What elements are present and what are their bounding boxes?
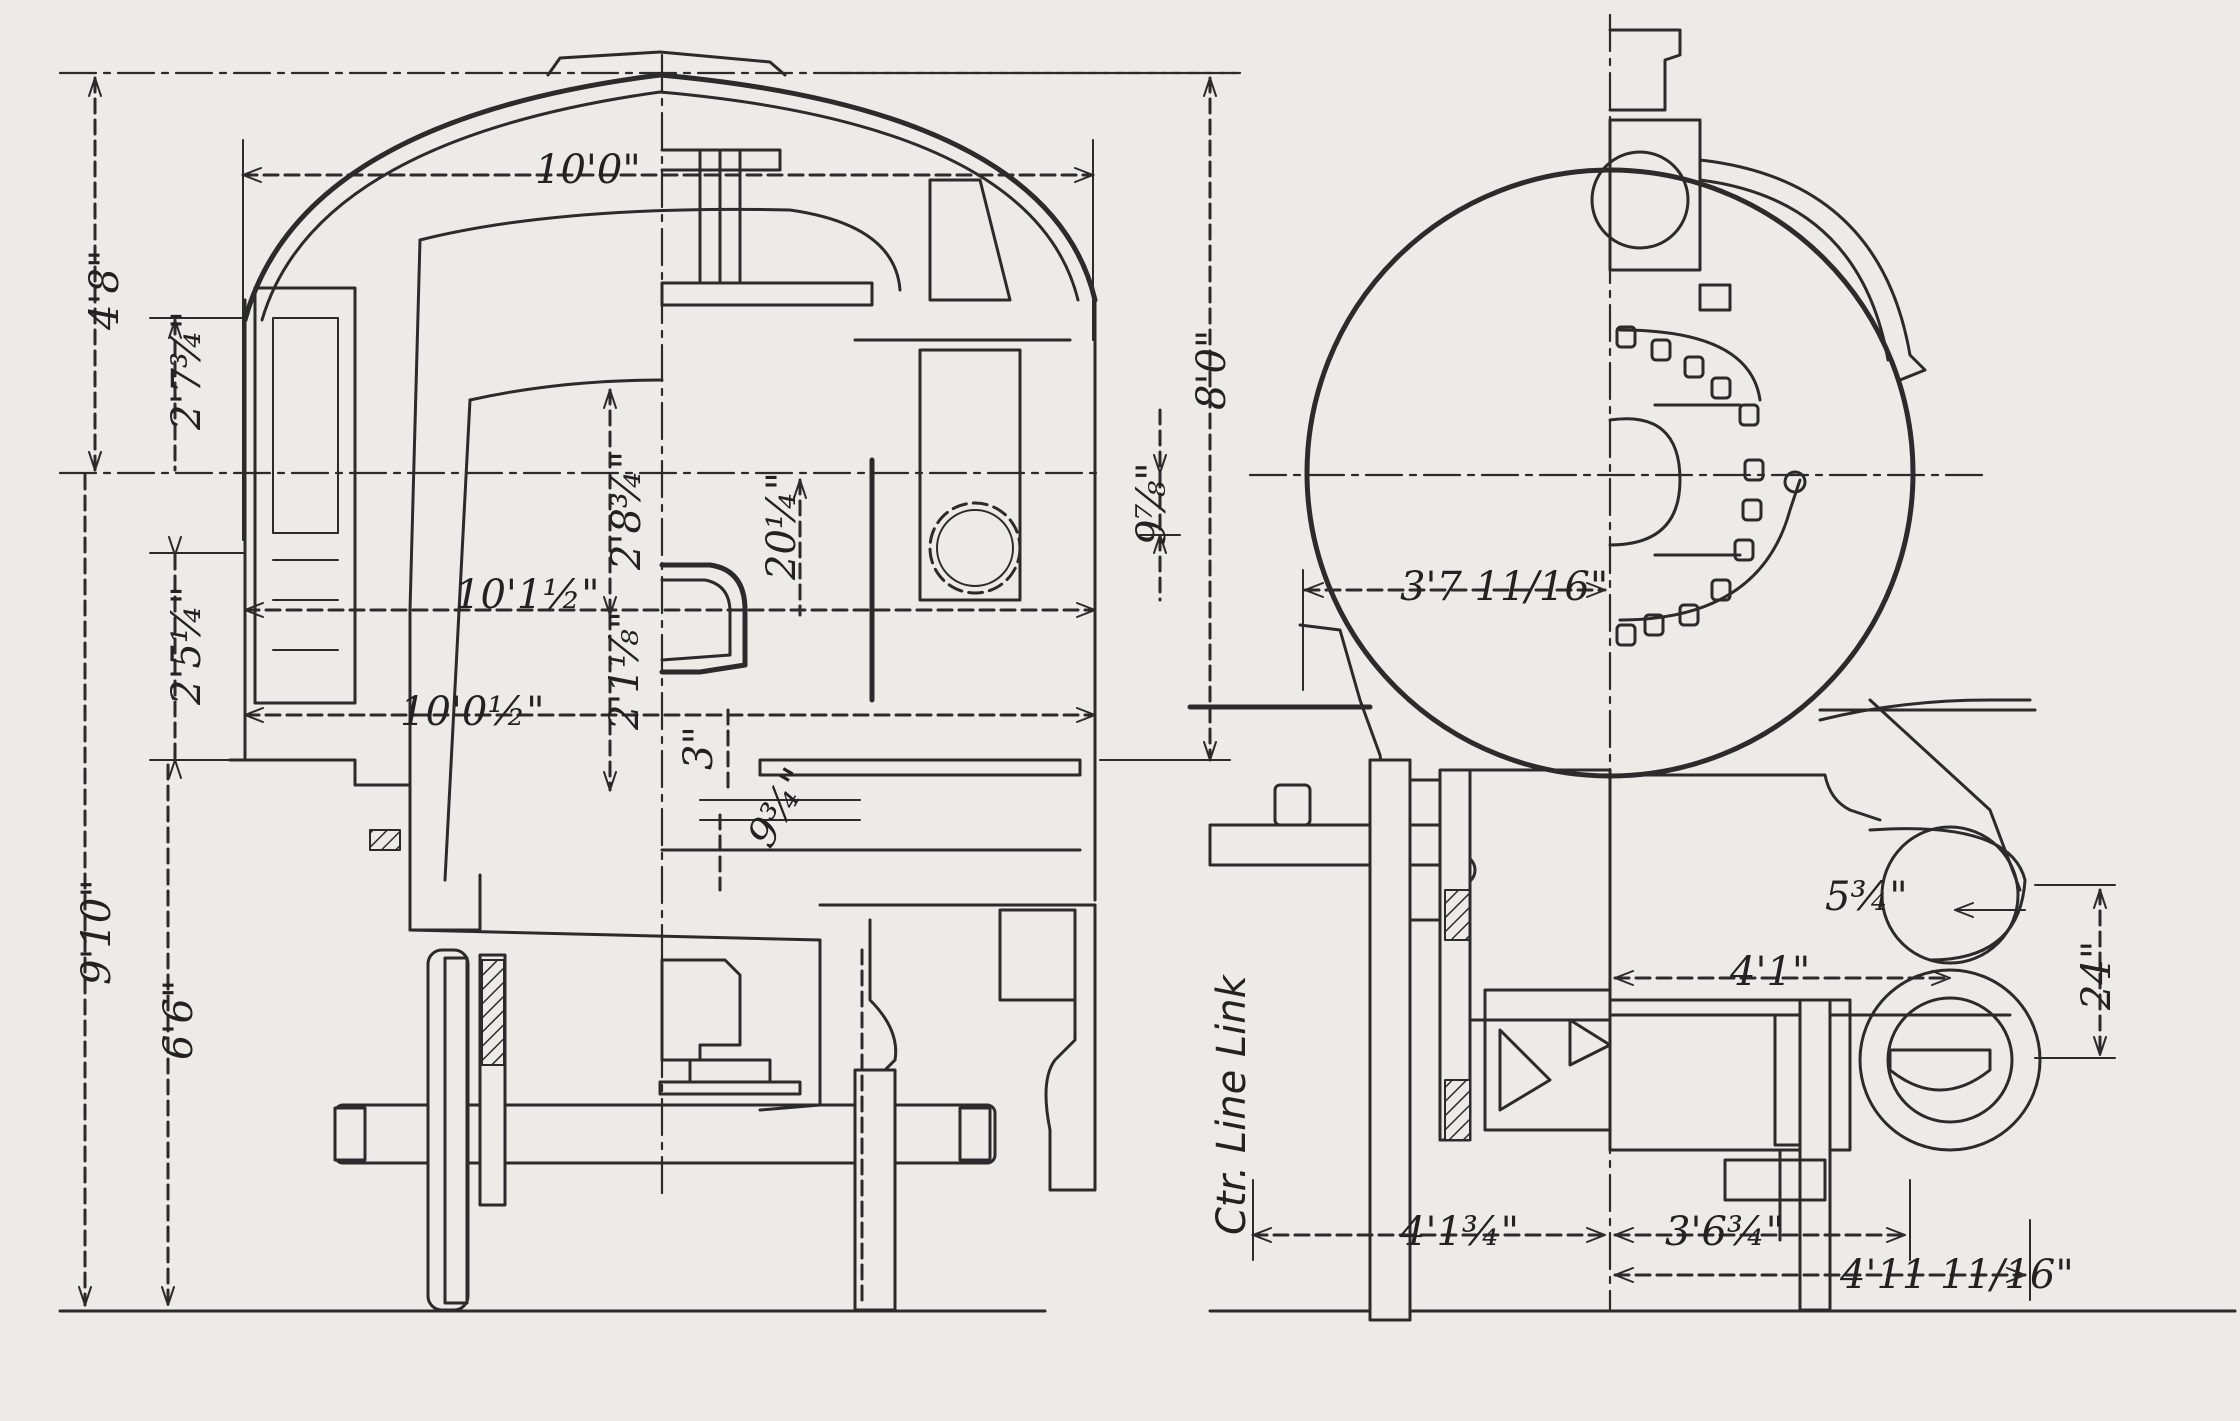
- crosshead: [1483, 988, 1612, 1132]
- link-upper: [1880, 825, 2020, 965]
- boiler-backhead-view: [1187, 13, 2237, 1322]
- dome: [1608, 28, 1682, 112]
- dim-floor-height: 6'6": [156, 980, 202, 1060]
- cab-elevation-view: [58, 50, 1098, 1313]
- frame-right: [818, 903, 1097, 1192]
- dim-boiler-height: 8'0": [1189, 330, 1235, 410]
- dim-width-2: 10'0½": [400, 689, 545, 735]
- wheel-section: [1438, 768, 1472, 1142]
- dim-reverse-offset: 3'6¾": [1665, 1209, 1784, 1255]
- sill: [228, 758, 412, 787]
- dome-ring: [1590, 150, 1690, 250]
- injector-pipe-top: [1618, 328, 1762, 402]
- center-line-link-label: Ctr. Line Link: [1209, 973, 1255, 1235]
- cab-dimensions: 10'0" 4'8" 2'7¾" 2'5¼" 9'10" 6'6" 2'8¾" …: [58, 71, 1242, 1307]
- dim-small-offset: 9⅞": [1129, 462, 1175, 545]
- dim-roof-height: 4'8": [82, 250, 128, 331]
- dim-lower-window: 2'5¼": [164, 586, 210, 706]
- floor-plate: [758, 758, 1082, 777]
- gauge-dial: [928, 501, 1022, 595]
- dim-link-height: 24": [2074, 941, 2120, 1011]
- roof-vent: [546, 50, 787, 77]
- seat-curve: [468, 378, 664, 402]
- dim-gear-offset: 4'1": [1729, 949, 1810, 995]
- frame-box: [998, 908, 1077, 1002]
- dim-upper-window: 2'7¾": [164, 311, 210, 431]
- boiler-dimensions: 8'0" 9⅞" 3'7 11/16" Ctr. Line Link 4'1¾"…: [838, 71, 2120, 1301]
- dim-link-center: 4'1¾": [1399, 1209, 1519, 1255]
- upper-window: [928, 178, 1012, 302]
- frame-plate-left: [1368, 758, 1412, 1322]
- left-axle-end: [333, 1106, 367, 1162]
- firebox-door: [659, 562, 748, 675]
- hand-rails: [698, 148, 742, 285]
- injector-pipe-bottom: [1618, 478, 1802, 622]
- seat-edge: [443, 398, 472, 882]
- front-sheet-top: [418, 207, 902, 292]
- roof-inner: [260, 90, 1080, 322]
- dim-step-3: 3": [676, 726, 722, 770]
- dim-reverse-width: 4'11 11/16": [1839, 1252, 2074, 1298]
- gauge-panel: [918, 348, 1022, 602]
- dim-boiler-radius: 3'7 11/16": [1400, 564, 1608, 610]
- side-window-glass: [272, 317, 339, 534]
- roof-outer: [242, 72, 1098, 323]
- dim-seat-depth: 2'1⅛": [602, 611, 648, 731]
- link-lower: [1858, 968, 2042, 1152]
- dim-cab-width: 10'0": [535, 147, 641, 193]
- fire-door: [1608, 417, 1682, 547]
- right-axle-end: [958, 1106, 992, 1162]
- side-window: [253, 286, 357, 705]
- dome-box: [1608, 118, 1702, 272]
- axle-box: [660, 958, 742, 1062]
- running-board: [1818, 698, 2032, 722]
- gauge-cocks: [1615, 325, 1765, 647]
- dim-seat-height: 2'8¾": [604, 451, 650, 571]
- dim-seat-back: 20¼": [759, 472, 805, 581]
- shelf: [660, 281, 874, 307]
- driving-wheel-right: [1798, 998, 1832, 1312]
- cab-roof-line: [1698, 158, 1927, 382]
- dim-total-height: 9'10": [74, 879, 120, 985]
- dim-width-1: 10'1½": [455, 572, 600, 618]
- dim-link-radius: 5¾": [1825, 874, 1908, 920]
